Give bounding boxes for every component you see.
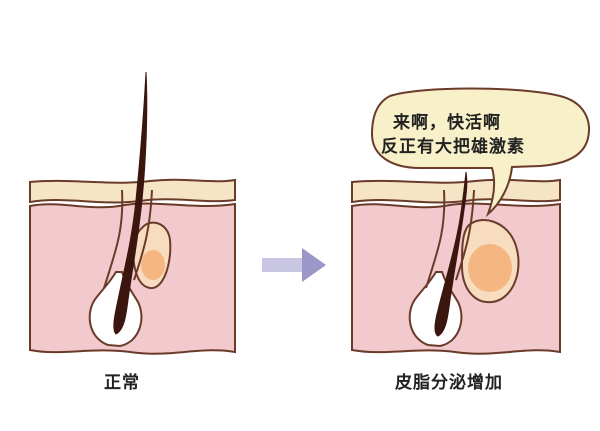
left-follicle-canal	[103, 189, 153, 289]
right-skin-surface	[351, 178, 561, 204]
right-hair-shaft	[434, 171, 468, 337]
right-arrow-icon	[262, 248, 326, 282]
arrow-shaft	[262, 258, 304, 272]
right-gland-core	[468, 244, 512, 292]
left-gland-core	[141, 250, 165, 280]
left-skin-panel	[29, 71, 236, 355]
arrow-head	[302, 248, 326, 282]
left-dermis	[29, 202, 236, 355]
right-skin-panel	[351, 171, 561, 355]
speech-bubble-line-1: 来啊，快活啊	[393, 113, 501, 133]
speech-bubble-line-2: 反正有大把雄激素	[381, 137, 525, 157]
left-hair-shaft	[113, 71, 148, 335]
speech-bubble-shape	[370, 87, 590, 218]
left-skin-surface	[29, 178, 236, 204]
speech-bubble	[370, 87, 590, 218]
left-panel-caption: 正常	[104, 373, 140, 393]
right-panel-caption: 皮脂分泌增加	[395, 373, 503, 393]
right-follicle-canal	[425, 189, 475, 289]
